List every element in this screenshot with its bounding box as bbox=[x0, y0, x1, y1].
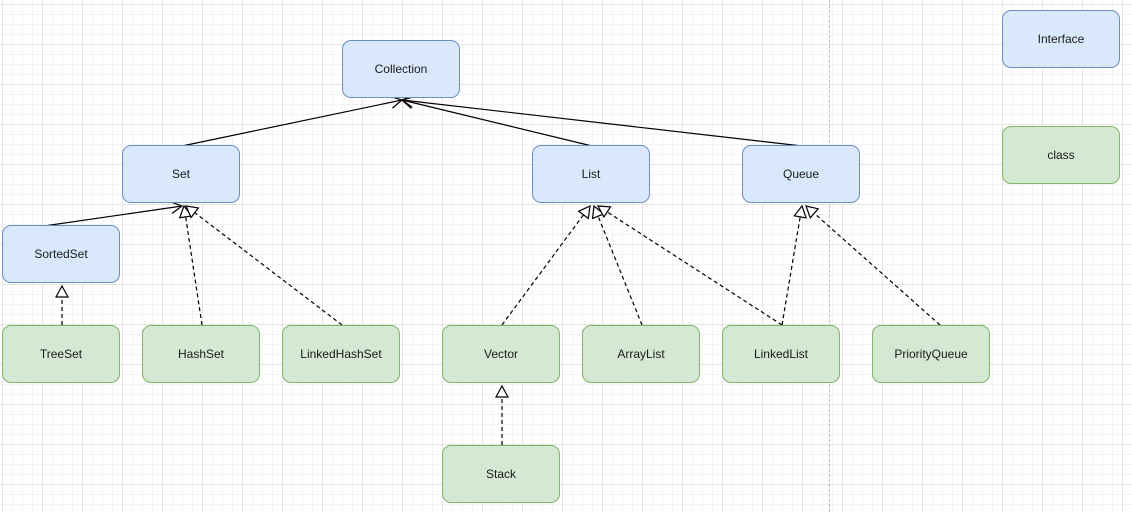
arrowhead-vector-to-list bbox=[577, 204, 591, 220]
queue-node[interactable]: Queue bbox=[742, 145, 860, 203]
arrowhead-sortedset-to-set bbox=[170, 201, 184, 214]
linkedlist-node[interactable]: LinkedList bbox=[722, 325, 840, 383]
treeset-label: TreeSet bbox=[39, 347, 83, 361]
legend-interface-label: Interface bbox=[1037, 32, 1085, 46]
arrowhead-linkedhashset-to-set bbox=[185, 205, 200, 219]
linkedlist-label: LinkedList bbox=[753, 347, 809, 361]
arrowhead-linkedlist-to-list bbox=[596, 205, 612, 219]
arrowhead-stack-to-vector bbox=[494, 384, 510, 398]
stack-node[interactable]: Stack bbox=[442, 445, 560, 503]
edge-queue-to-collection[interactable] bbox=[401, 99, 803, 147]
arrowhead-priorityqueue-to-queue bbox=[805, 205, 820, 219]
vector-node[interactable]: Vector bbox=[442, 325, 560, 383]
arraylist-node[interactable]: ArrayList bbox=[582, 325, 700, 383]
edge-linkedlist-to-queue[interactable] bbox=[781, 216, 801, 326]
arrowhead-treeset-to-sortedset bbox=[54, 284, 70, 298]
priorityqueue-label: PriorityQueue bbox=[894, 347, 968, 361]
stack-label: Stack bbox=[485, 467, 516, 481]
edge-linkedhashset-to-set[interactable] bbox=[194, 212, 343, 326]
legend-class[interactable]: class bbox=[1002, 126, 1120, 184]
arrowhead-arraylist-to-list bbox=[591, 204, 605, 220]
legend-class-label: class bbox=[1047, 148, 1075, 162]
edge-hashset-to-set[interactable] bbox=[185, 216, 203, 326]
page-break-guide bbox=[829, 0, 830, 512]
edge-priorityqueue-to-queue[interactable] bbox=[813, 212, 941, 326]
list-node[interactable]: List bbox=[532, 145, 650, 203]
sortedset-label: SortedSet bbox=[34, 247, 88, 261]
edge-vector-to-list[interactable] bbox=[501, 214, 584, 326]
set-node[interactable]: Set bbox=[122, 145, 240, 203]
arraylist-label: ArrayList bbox=[617, 347, 665, 361]
edge-list-to-collection[interactable] bbox=[401, 99, 593, 147]
sortedset-node[interactable]: SortedSet bbox=[2, 225, 120, 283]
list-label: List bbox=[581, 167, 601, 181]
legend-interface[interactable]: Interface bbox=[1002, 10, 1120, 68]
linkedhashset-node[interactable]: LinkedHashSet bbox=[282, 325, 400, 383]
collection-node[interactable]: Collection bbox=[342, 40, 460, 98]
edge-arraylist-to-list[interactable] bbox=[597, 215, 643, 326]
set-label: Set bbox=[171, 167, 190, 181]
linkedhashset-label: LinkedHashSet bbox=[300, 347, 382, 361]
edge-linkedlist-to-list[interactable] bbox=[606, 211, 783, 326]
vector-label: Vector bbox=[483, 347, 519, 361]
queue-label: Queue bbox=[782, 167, 820, 181]
hashset-label: HashSet bbox=[177, 347, 225, 361]
collection-label: Collection bbox=[374, 62, 428, 76]
hashset-node[interactable]: HashSet bbox=[142, 325, 260, 383]
arrowhead-linkedlist-to-queue bbox=[793, 204, 807, 219]
edge-set-to-collection[interactable] bbox=[181, 99, 403, 147]
treeset-node[interactable]: TreeSet bbox=[2, 325, 120, 383]
priorityqueue-node[interactable]: PriorityQueue bbox=[872, 325, 990, 383]
edge-sortedset-to-set[interactable] bbox=[43, 205, 183, 227]
